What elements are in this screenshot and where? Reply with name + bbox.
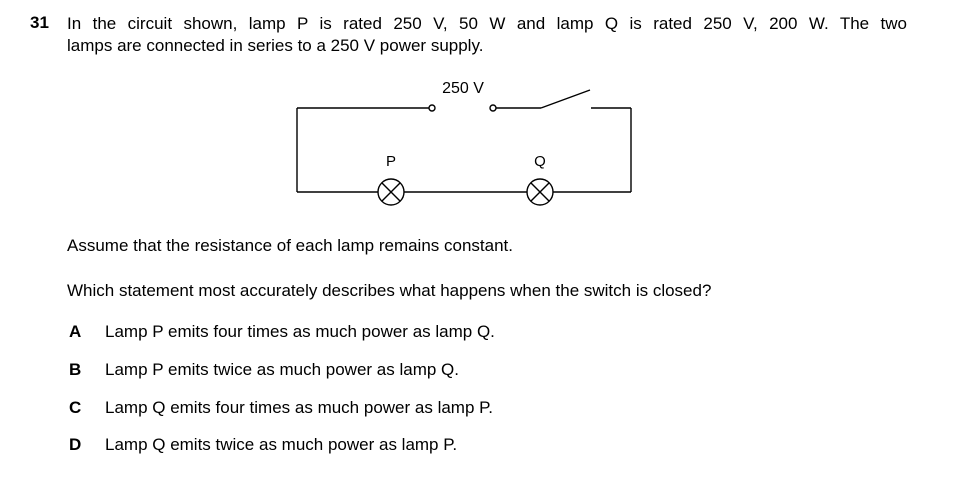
circuit-diagram: 250 V P Q — [296, 80, 632, 206]
assumption-text: Assume that the resistance of each lamp … — [67, 236, 514, 255]
question-stem: In the circuit shown, lamp P is rated 25… — [67, 13, 907, 57]
option-b-letter: B — [69, 360, 82, 379]
lamp-q-symbol — [526, 178, 554, 206]
lamp-p-symbol — [377, 178, 405, 206]
option-d-text: Lamp Q emits twice as much power as lamp… — [105, 435, 458, 454]
stem-line-2: lamps are connected in series to a 250 V… — [67, 36, 484, 55]
option-a-text: Lamp P emits four times as much power as… — [105, 322, 495, 341]
option-a-letter: A — [69, 322, 82, 341]
supply-voltage-label: 250 V — [442, 80, 484, 97]
supply-terminal-right — [489, 104, 497, 112]
option-c-letter: C — [69, 398, 82, 417]
option-b-text: Lamp P emits twice as much power as lamp… — [105, 360, 459, 379]
lamp-q-label: Q — [534, 153, 546, 170]
option-c-text: Lamp Q emits four times as much power as… — [105, 398, 494, 417]
option-d-letter: D — [69, 435, 82, 454]
supply-terminal-left — [428, 104, 436, 112]
stem-line-1: In the circuit shown, lamp P is rated 25… — [67, 14, 907, 33]
prompt-text: Which statement most accurately describe… — [67, 281, 712, 300]
lamp-p-label: P — [386, 153, 396, 170]
switch-blade — [540, 89, 591, 109]
question-number: 31 — [30, 13, 49, 32]
